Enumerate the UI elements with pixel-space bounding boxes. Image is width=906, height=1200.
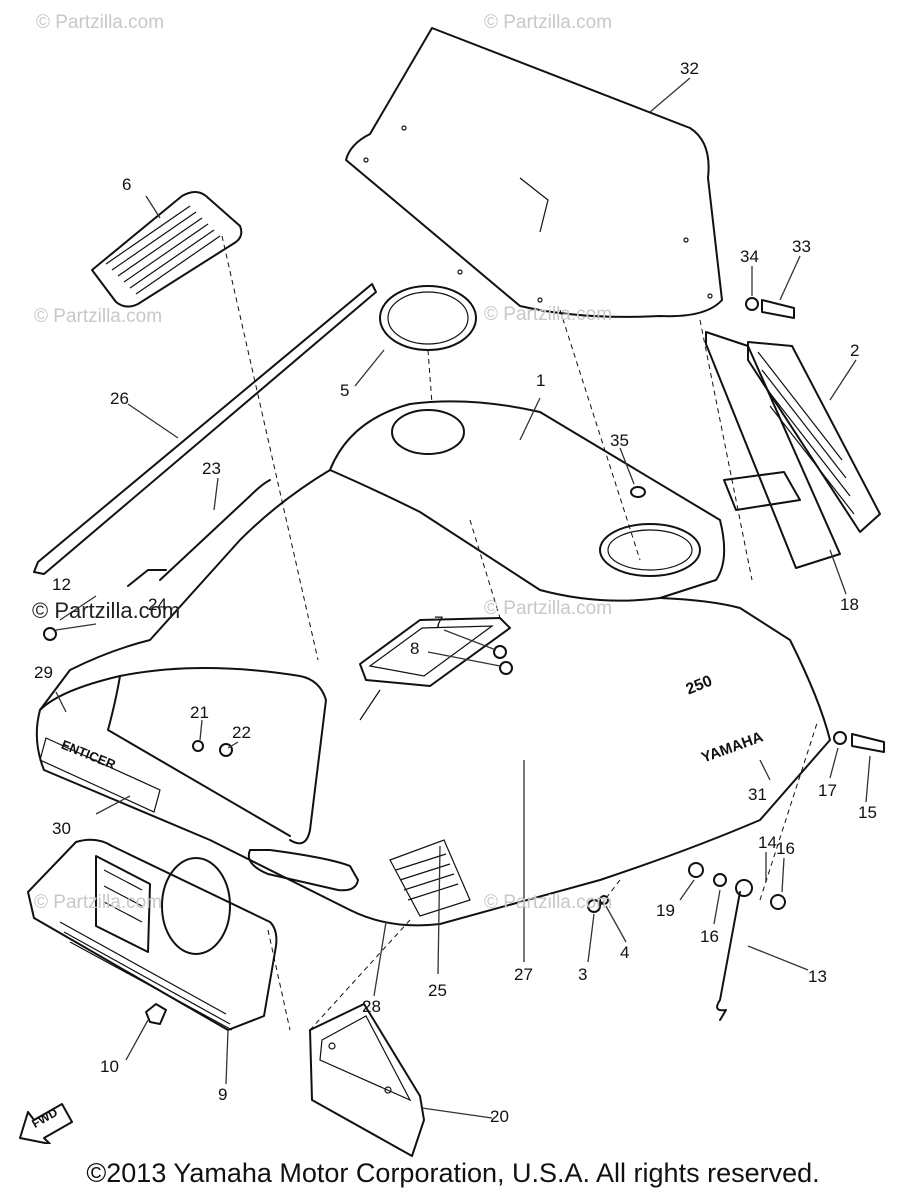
screw-33 [761, 299, 795, 319]
callout-20[interactable]: 20 [490, 1107, 509, 1126]
callout-29[interactable]: 29 [34, 663, 53, 682]
callout-15[interactable]: 15 [858, 803, 877, 822]
callout-5[interactable]: 5 [340, 381, 350, 400]
vent-grille-top [91, 191, 243, 308]
callout-1[interactable]: 1 [536, 371, 546, 390]
callout-6[interactable]: 6 [122, 175, 132, 194]
callout-21[interactable]: 21 [190, 703, 209, 722]
watermark: © Partzilla.com [484, 304, 613, 325]
watermark: © Partzilla.com [36, 12, 165, 33]
callout-16-upper[interactable]: 16 [776, 839, 795, 858]
callout-25[interactable]: 25 [428, 981, 447, 1000]
callout-13[interactable]: 13 [808, 967, 827, 986]
callout-16-lower[interactable]: 16 [700, 927, 719, 946]
callout-2[interactable]: 2 [850, 341, 860, 360]
inspection-cover [359, 617, 511, 687]
callout-32[interactable]: 32 [680, 59, 699, 78]
callout-18[interactable]: 18 [840, 595, 859, 614]
callout-26[interactable]: 26 [110, 389, 129, 408]
trim-strip [33, 283, 377, 575]
watermark: © Partzilla.com [34, 306, 163, 327]
copyright-notice: ©2013 Yamaha Motor Corporation, U.S.A. A… [86, 1158, 820, 1188]
callout-17[interactable]: 17 [818, 781, 837, 800]
callout-4[interactable]: 4 [620, 943, 630, 962]
callout-8[interactable]: 8 [410, 639, 420, 658]
callout-24[interactable]: 24 [148, 595, 167, 614]
watermark: © Partzilla.com [484, 598, 613, 619]
callout-28[interactable]: 28 [362, 997, 381, 1016]
callout-33[interactable]: 33 [792, 237, 811, 256]
washer-34 [745, 297, 759, 311]
callout-19[interactable]: 19 [656, 901, 675, 920]
callout-34[interactable]: 34 [740, 247, 759, 266]
hood-latch [716, 891, 741, 1021]
forward-arrow-icon [19, 1103, 73, 1144]
hood-upper [329, 400, 726, 602]
cable-23 [159, 479, 271, 581]
callout-14[interactable]: 14 [758, 833, 777, 852]
side-vent-grille [747, 341, 881, 533]
callout-30[interactable]: 30 [52, 819, 71, 838]
callout-27[interactable]: 27 [514, 965, 533, 984]
hinge-bracket [309, 1003, 425, 1157]
callout-35[interactable]: 35 [610, 431, 629, 450]
watermark: © Partzilla.com [484, 892, 613, 913]
watermark-strong: © Partzilla.com [32, 598, 181, 623]
grommet-35 [630, 486, 646, 498]
callout-23[interactable]: 23 [202, 459, 221, 478]
watermark: © Partzilla.com [34, 892, 163, 913]
callout-12[interactable]: 12 [52, 575, 71, 594]
clip-24 [127, 569, 167, 587]
screw-15 [851, 733, 885, 753]
round-vent-grille [379, 285, 477, 351]
nut-12 [43, 627, 57, 641]
washer-17 [833, 731, 847, 745]
callout-9[interactable]: 9 [218, 1085, 228, 1104]
nut-22 [219, 743, 233, 757]
windshield [345, 27, 723, 318]
front-grille [27, 838, 278, 1031]
round-vent-right [599, 523, 701, 577]
callout-3[interactable]: 3 [578, 965, 588, 984]
callout-22[interactable]: 22 [232, 723, 251, 742]
callout-31[interactable]: 31 [748, 785, 767, 804]
callout-7[interactable]: 7 [434, 613, 444, 632]
callout-10[interactable]: 10 [100, 1057, 119, 1076]
washer-21 [192, 740, 204, 752]
hood-body [35, 469, 831, 927]
watermark: © Partzilla.com [484, 12, 613, 33]
